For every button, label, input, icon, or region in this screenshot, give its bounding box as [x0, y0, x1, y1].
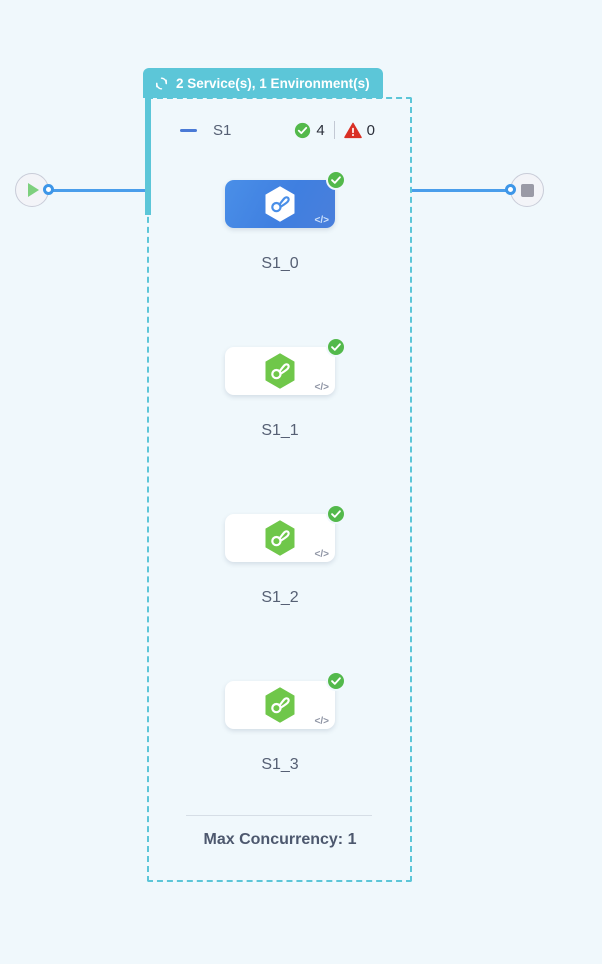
node-status-check-icon	[326, 170, 346, 190]
node-s1-1[interactable]: </>	[225, 337, 346, 395]
success-count: 4	[316, 121, 325, 139]
refresh-icon	[156, 76, 167, 90]
service-row: S1 4 0	[160, 117, 400, 143]
check-icon	[331, 176, 341, 184]
node-status-check-icon	[326, 337, 346, 357]
node-s1-0[interactable]: </>	[225, 170, 346, 228]
stop-square-icon	[520, 183, 534, 197]
minus-icon[interactable]	[180, 128, 197, 132]
hexagon-loop-icon	[265, 520, 295, 556]
code-icon: </>	[314, 215, 329, 226]
hexagon-loop-icon	[265, 353, 295, 389]
edge-start-to-group	[48, 189, 148, 192]
node-status-check-icon	[326, 504, 346, 524]
warning-count: 0	[366, 121, 375, 139]
code-icon: </>	[314, 716, 329, 727]
node-s1-2[interactable]: </>	[225, 504, 346, 562]
status-badge-success: 4	[294, 121, 325, 139]
node-s1-3[interactable]: </>	[225, 671, 346, 729]
status-divider	[333, 121, 335, 139]
node-label-s1-0: S1_0	[261, 255, 299, 272]
node-label-s1-2: S1_2	[261, 589, 299, 606]
check-icon	[331, 677, 341, 685]
play-icon	[28, 183, 39, 197]
check-icon	[331, 510, 341, 518]
group-footer-divider	[186, 815, 372, 816]
service-name: S1	[213, 121, 232, 139]
check-circle-icon	[295, 122, 311, 138]
node-status-check-icon	[326, 671, 346, 691]
node-label-s1-3: S1_3	[261, 756, 299, 773]
hexagon-loop-icon	[265, 687, 295, 723]
node-card[interactable]: </>	[225, 347, 335, 395]
service-status-group: 4 0	[294, 121, 375, 139]
code-icon: </>	[314, 382, 329, 393]
status-badge-warning: 0	[343, 121, 375, 139]
service-group-header[interactable]: 2 Service(s), 1 Environment(s)	[143, 68, 383, 98]
node-card[interactable]: </>	[225, 681, 335, 729]
node-label-s1-1: S1_1	[261, 422, 299, 439]
max-concurrency-label: Max Concurrency: 1	[203, 831, 357, 848]
check-icon	[331, 343, 341, 351]
node-card[interactable]: </>	[225, 180, 335, 228]
edge-group-to-end	[410, 189, 514, 192]
service-group-header-label: 2 Service(s), 1 Environment(s)	[176, 75, 370, 91]
end-node-input-port[interactable]	[505, 184, 516, 195]
code-icon: </>	[314, 549, 329, 560]
warning-triangle-icon	[343, 122, 362, 138]
service-group-rail	[145, 97, 151, 215]
hexagon-loop-icon	[265, 186, 295, 222]
node-card[interactable]: </>	[225, 514, 335, 562]
service-group-container[interactable]	[147, 97, 412, 882]
start-node-output-port[interactable]	[43, 184, 54, 195]
